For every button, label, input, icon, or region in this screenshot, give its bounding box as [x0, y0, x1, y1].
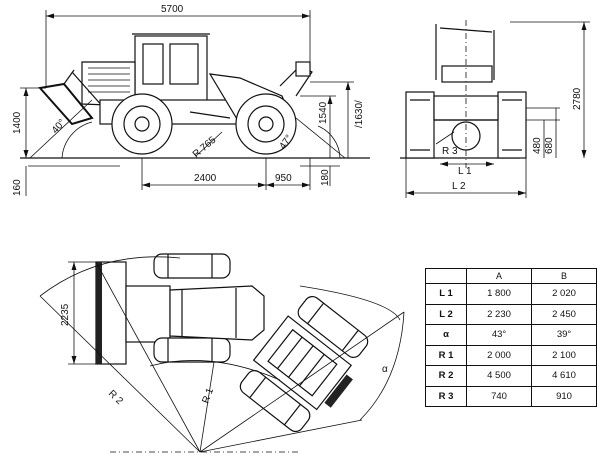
r3-label: R 3 — [442, 146, 458, 157]
blade-height-label: 1400 — [12, 111, 23, 134]
front-angle-label: 40° — [50, 117, 68, 136]
cell-b: 2 100 — [531, 344, 597, 366]
r1-label: R 1 — [200, 386, 216, 405]
table-row: L 2 2 230 2 450 — [425, 303, 597, 325]
cell-b: 2 020 — [531, 283, 597, 305]
overall-length-label: 5700 — [161, 4, 184, 15]
table-header-cell — [425, 268, 467, 284]
table-header-cell: B — [531, 268, 597, 284]
table-row: L 1 1 800 2 020 — [425, 283, 597, 305]
cell-a: 1 800 — [466, 283, 532, 305]
cell-b: 2 450 — [531, 303, 597, 325]
cell-b: 910 — [531, 385, 597, 407]
cell-a: 740 — [466, 385, 532, 407]
wheelbase-label: 2400 — [194, 173, 217, 184]
ground-clearance-label: 160 — [12, 179, 23, 196]
axle-height-680-label: 680 — [544, 137, 555, 154]
rear-wheel — [235, 93, 297, 155]
row-label: R 3 — [425, 385, 467, 407]
r2-label: R 2 — [106, 388, 125, 407]
l2-label: L 2 — [452, 181, 466, 192]
rear-overhang-label: 950 — [275, 173, 292, 184]
alpha-label: α — [382, 364, 388, 375]
radius-765-label: R 765 — [191, 134, 219, 160]
cell-a: 43° — [466, 324, 532, 346]
hitch-height-alt-label: /1630/ — [354, 100, 365, 128]
table-row: R 3 740 910 — [425, 385, 597, 407]
rear-view: R 3 L 1 L 2 2780 480 680 — [400, 20, 590, 198]
cell-a: 2 000 — [466, 344, 532, 366]
table-row: R 2 4 500 4 610 — [425, 365, 597, 387]
cell-b: 39° — [531, 324, 597, 346]
row-label: R 2 — [425, 365, 467, 387]
cell-a: 4 500 — [466, 365, 532, 387]
table-header-row: A B — [425, 268, 597, 284]
front-wheel — [111, 93, 173, 155]
rear-clearance-label: 180 — [320, 169, 331, 186]
plan-width-label: 2235 — [60, 303, 71, 326]
side-view: 5700 — [12, 4, 370, 196]
plan-view: 2235 R 2 R 1 α — [39, 253, 405, 453]
table-header-cell: A — [466, 268, 532, 284]
row-label: L 2 — [425, 303, 467, 325]
cell-a: 2 230 — [466, 303, 532, 325]
l1-label: L 1 — [458, 166, 472, 177]
overall-height-label: 2780 — [572, 87, 583, 110]
table-row: α 43° 39° — [425, 324, 597, 346]
row-label: α — [425, 324, 467, 346]
row-label: R 1 — [425, 344, 467, 366]
row-label: L 1 — [425, 283, 467, 305]
table-row: R 1 2 000 2 100 — [425, 344, 597, 366]
specification-table: A B L 1 1 800 2 020 L 2 2 230 2 450 α 43… — [425, 268, 597, 407]
hitch-height-label: 1540 — [318, 101, 329, 124]
cell-b: 4 610 — [531, 365, 597, 387]
axle-height-480-label: 480 — [532, 137, 543, 154]
